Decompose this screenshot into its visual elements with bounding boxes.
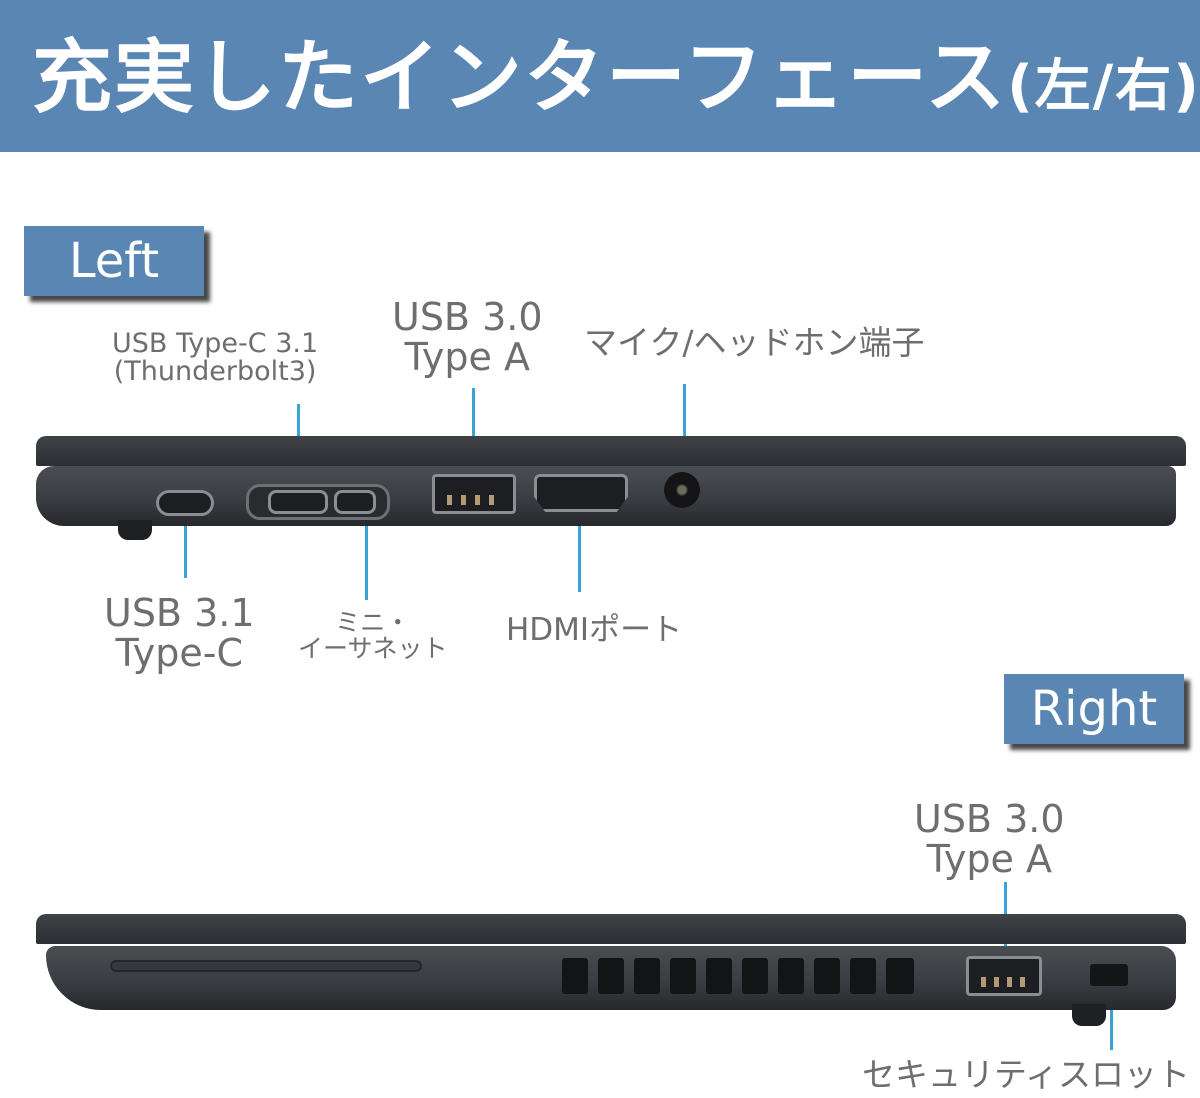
label-usb-c: USB 3.1 Type-C (104, 591, 255, 675)
audio-jack (664, 472, 700, 508)
label-security-slot: セキュリティスロット (862, 1055, 1191, 1094)
usb-c-port (156, 490, 214, 516)
rubber-foot (1072, 1004, 1106, 1026)
label-usb-a-right: USB 3.0 Type A (914, 797, 1065, 881)
laptop-lid (36, 914, 1186, 944)
thunderbolt-port (268, 490, 328, 514)
label-hdmi: HDMIポート (506, 612, 683, 648)
label-mini-ethernet: ミニ・ イーサネット (298, 608, 448, 664)
header-banner: 充実したインターフェース(左/右) (0, 0, 1200, 152)
right-side-badge: Right (1004, 674, 1184, 744)
label-usb-a-left: USB 3.0 Type A (392, 295, 543, 379)
title-text: 充実したインターフェース (32, 31, 1008, 124)
leader-ethernet (365, 510, 368, 600)
label-usb-c-thunderbolt: USB Type-C 3.1 (Thunderbolt3) (112, 328, 319, 388)
title-subtitle: (左/右) (1007, 54, 1200, 119)
security-lock-slot (1090, 964, 1128, 986)
hdmi-port (534, 474, 628, 512)
rubber-foot (118, 520, 152, 540)
ethernet-port (334, 490, 376, 514)
laptop-lid (36, 436, 1186, 466)
usb-a-port-right (966, 956, 1042, 996)
leader-security-slot (1110, 984, 1113, 1050)
leader-audio-jack (683, 384, 686, 486)
leader-hdmi (578, 508, 581, 592)
usb-a-port-left (432, 474, 516, 514)
leader-usb-c (184, 510, 187, 578)
smart-card-slot (110, 960, 422, 972)
left-side-badge: Left (24, 226, 204, 296)
label-audio-jack: マイク/ヘッドホン端子 (584, 323, 925, 362)
page-title: 充実したインターフェース(左/右) (32, 18, 1200, 147)
